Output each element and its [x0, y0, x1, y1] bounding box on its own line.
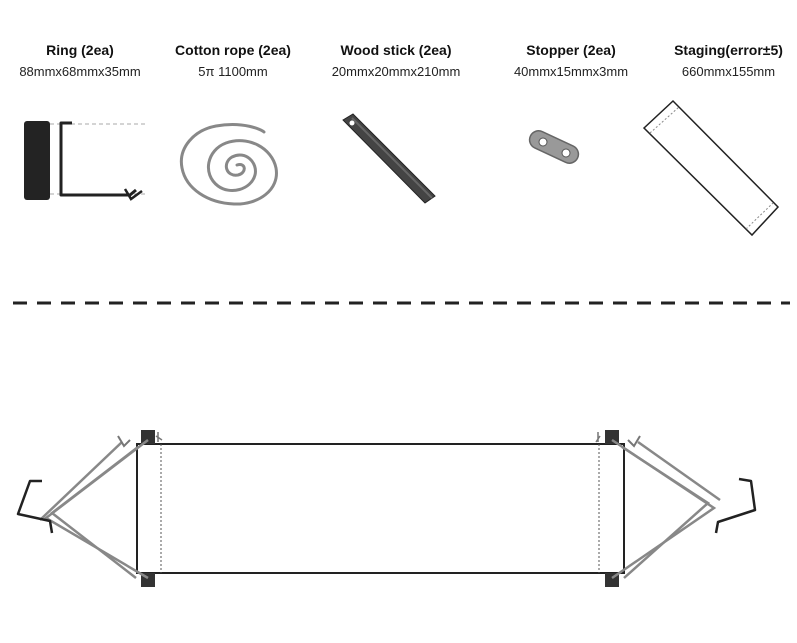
part-dimensions: 88mmx68mmx35mm [19, 64, 141, 79]
assembled-view [16, 430, 757, 587]
left-ring-icon [16, 479, 54, 534]
part-name: Stopper (2ea) [526, 42, 616, 58]
left-ropes [39, 439, 149, 580]
right-stick-top [605, 430, 619, 444]
part-dimensions: 660mmx155mm [681, 64, 776, 79]
staging-fabric-icon [642, 99, 780, 237]
part-dimensions: 5π 1100mm [198, 64, 268, 79]
part-name: Wood stick (2ea) [340, 42, 452, 58]
part-name: Ring (2ea) [46, 42, 114, 58]
part-name: Staging(error±5) [674, 42, 783, 58]
part-name: Cotton rope (2ea) [175, 42, 291, 58]
part-dimensions: 20mmx20mmx210mm [331, 64, 461, 79]
right-ropes [611, 438, 721, 580]
right-ring-icon [714, 477, 757, 534]
ring-icon [24, 121, 146, 201]
wood-stick-icon [342, 113, 436, 204]
assembled-staging [136, 443, 625, 574]
left-stick-top [141, 430, 155, 444]
stopper-icon [528, 130, 580, 164]
part-dimensions: 40mmx15mmx3mm [513, 64, 629, 79]
rope-coil-icon [179, 123, 278, 206]
